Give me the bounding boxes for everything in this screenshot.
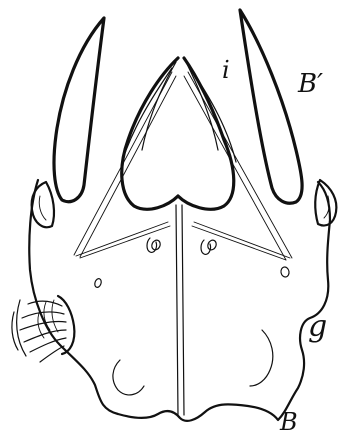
label-g: g: [308, 309, 327, 344]
left-inner-horn-ridge: [142, 62, 176, 150]
body-outline: [29, 180, 330, 421]
central-seam-inner: [182, 205, 184, 415]
pore-right-upper: [206, 239, 217, 251]
right-strut-inner: [184, 76, 286, 260]
left-base-lobe: [113, 360, 144, 395]
left-inner-horn-ridge-2: [122, 68, 172, 162]
right-base-lobe: [250, 330, 273, 386]
label-b-prime: B′: [297, 69, 323, 99]
right-shoulder-process: [315, 180, 336, 226]
left-shoulder-shading: [39, 196, 46, 220]
pore-left-lower: [94, 278, 103, 289]
left-appendage: [12, 296, 74, 362]
central-seam: [176, 205, 178, 415]
left-strut-outer: [74, 72, 172, 255]
pore-right-lower: [280, 266, 290, 277]
label-b: B: [279, 408, 298, 436]
label-i: i: [222, 56, 230, 84]
right-outer-horn: [240, 10, 302, 203]
left-outer-horn: [54, 18, 104, 202]
